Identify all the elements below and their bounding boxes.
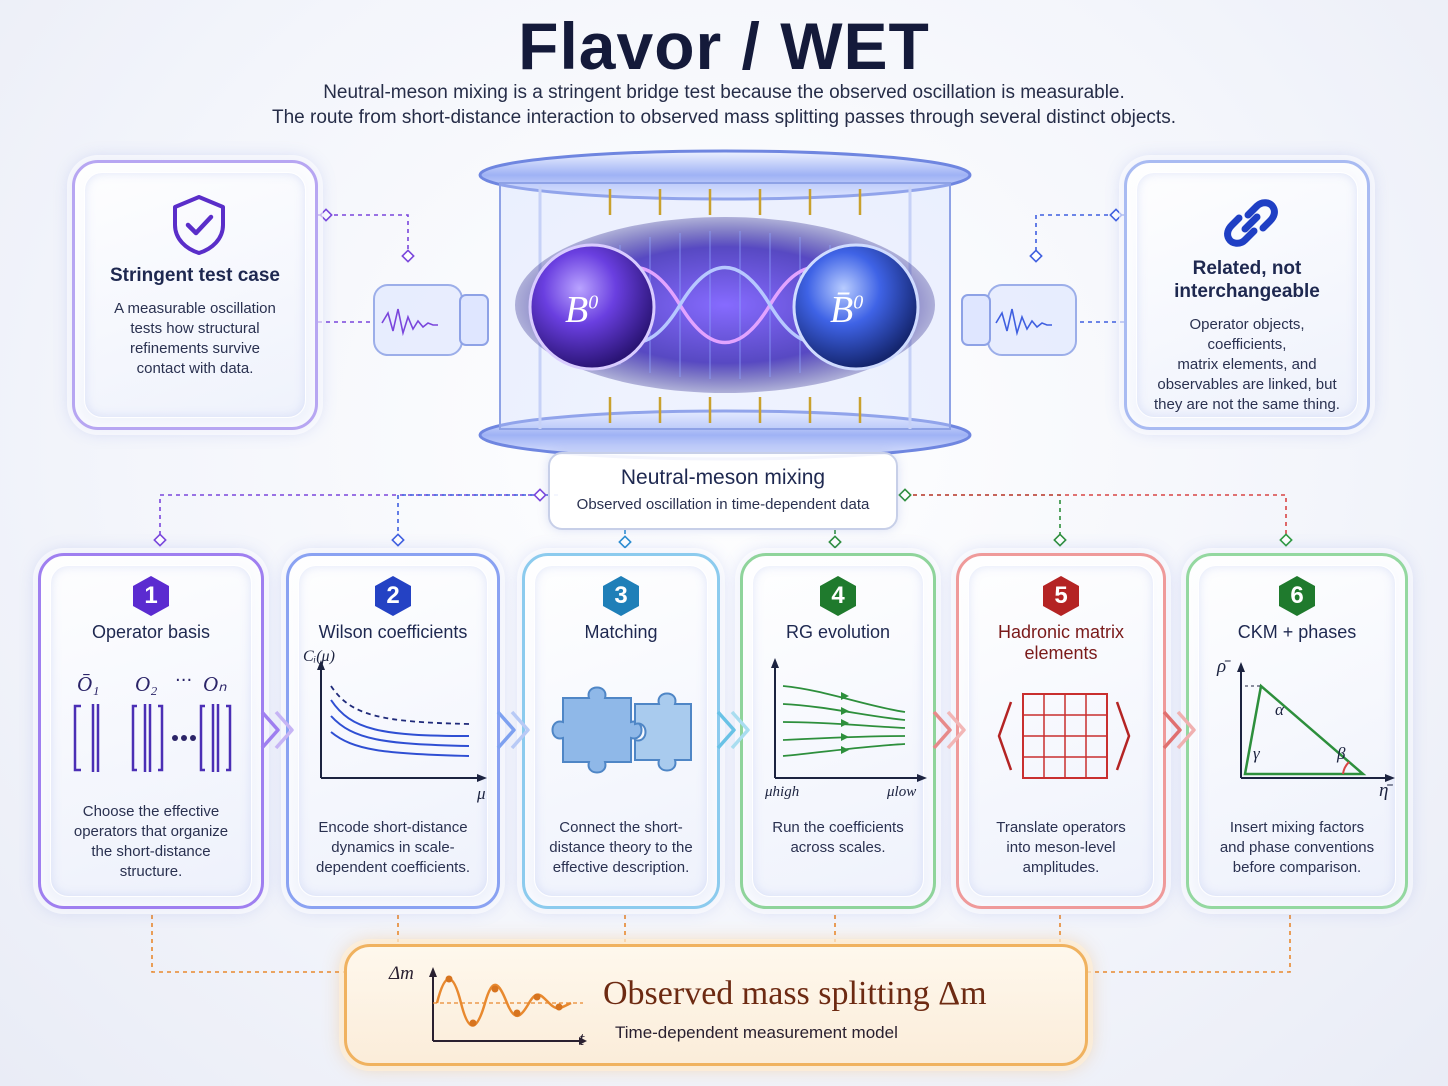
observed-y-label: Δm <box>389 963 414 984</box>
connector-left-top <box>318 214 409 256</box>
stage-hadronic-matrix-elements: 5 Hadronic matrix elements Translate ope… <box>956 553 1166 909</box>
stringent-test-text: A measurable oscillation tests how struc… <box>114 300 276 377</box>
stage-6-badge: 6 <box>1277 574 1317 618</box>
wilson-x-label: μ <box>477 784 486 803</box>
rg-mu-high-label: μhigh <box>765 784 800 800</box>
mixing-chamber <box>373 149 1077 461</box>
operator-on-label: Oₙ <box>203 672 227 696</box>
stage-ckm-phases: 6 CKM + phases ρ̄ η̄ α β γ Insert mixing… <box>1186 553 1408 909</box>
ckm-gamma-label: γ <box>1253 744 1260 763</box>
stringent-test-title: Stringent test case <box>110 265 280 286</box>
stage-4-title: RG evolution <box>785 622 891 642</box>
connector-stage-6 <box>905 494 1287 545</box>
shield-check-icon <box>173 195 225 255</box>
rg-flow-plot-icon: μhigh μlow <box>755 656 927 806</box>
operator-o2-label: O₂ <box>135 672 158 696</box>
stage-3-description: Connect the short-distance theory to the… <box>549 819 693 876</box>
ckm-alpha-label: α <box>1275 700 1284 719</box>
connector-stage-2 <box>397 494 558 545</box>
observed-title: Observed mass splitting Δm <box>603 975 987 1012</box>
rg-mu-low-label: μlow <box>887 784 917 800</box>
ckm-rho-label: ρ̄ <box>1217 656 1227 677</box>
mixing-box-subtitle: Observed oscillation in time-dependent d… <box>576 496 870 513</box>
subtitle-line-1: Neutral-meson mixing is a stringent brid… <box>323 82 1125 103</box>
connector-stage-5 <box>905 494 1061 545</box>
ckm-beta-label: β <box>1337 744 1346 763</box>
ckm-eta-label: η̄ <box>1379 780 1389 801</box>
stage-6-title: CKM + phases <box>1237 622 1357 642</box>
operator-o1-label: Ō₁ <box>77 672 100 696</box>
connector-down-1 <box>151 915 344 973</box>
operator-basis-icon: Ō₁ O₂ ··· Oₙ <box>53 656 255 806</box>
stage-4-badge: 4 <box>818 574 858 618</box>
b0bar-meson-label: B̄0 <box>830 289 864 331</box>
stage-5-title: Hadronic matrix elements <box>997 622 1125 663</box>
connector-right-top <box>1035 214 1124 256</box>
oscillation-plot-icon <box>429 967 587 1045</box>
puzzle-pieces-icon <box>551 686 692 774</box>
connector-stage-1 <box>159 494 540 545</box>
stage-rg-evolution: 4 RG evolution μhigh μlow <box>740 553 936 909</box>
mixing-box-title: Neutral-meson mixing <box>620 466 826 489</box>
neutral-meson-mixing-box: Neutral-meson mixing Observed oscillatio… <box>548 452 898 530</box>
related-card: Related, not interchangeable Operator ob… <box>1124 160 1370 430</box>
stage-1-title: Operator basis <box>91 622 211 642</box>
observed-subtitle: Time-dependent measurement model <box>615 1023 898 1042</box>
observed-x-label: t <box>579 1029 585 1050</box>
connector-down-6 <box>1088 915 1291 973</box>
stage-wilson-coefficients: 2 Wilson coefficients Cᵢ(μ) μ Encode sho… <box>286 553 500 909</box>
b0-meson-label: B0 <box>565 289 599 331</box>
operator-ellipsis-label: ··· <box>175 670 193 691</box>
related-title: Related, not interchangeable <box>1174 258 1320 302</box>
wilson-coefficients-plot-icon: Cᵢ(μ) μ <box>301 648 491 806</box>
stage-operator-basis: 1 Operator basis Ō₁ O₂ ··· Oₙ Choose the… <box>38 553 264 909</box>
stage-matching: 3 Matching Connect the short-distance th… <box>522 553 720 909</box>
unitarity-triangle-icon: ρ̄ η̄ α β γ <box>1201 656 1399 806</box>
stringent-test-card: Stringent test case A measurable oscilla… <box>72 160 318 430</box>
stage-3-badge: 3 <box>601 574 641 618</box>
stage-3-title: Matching <box>584 622 658 642</box>
stage-1-badge: 1 <box>131 574 171 618</box>
subtitle-line-2: The route from short-distance interactio… <box>272 107 1176 128</box>
chain-link-icon <box>1224 199 1278 247</box>
stage-2-badge: 2 <box>373 574 413 618</box>
observed-mass-splitting-box: Δm t Observed mass splitting Δm Time-dep… <box>344 944 1088 1066</box>
wilson-y-label: Cᵢ(μ) <box>303 648 335 665</box>
stage-2-title: Wilson coefficients <box>318 622 468 642</box>
matrix-grid-icon <box>997 693 1131 779</box>
stage-5-badge: 5 <box>1041 574 1081 618</box>
related-text: Operator objects, coefficients, matrix e… <box>1154 316 1340 413</box>
page-title: Flavor / WET <box>518 9 930 83</box>
